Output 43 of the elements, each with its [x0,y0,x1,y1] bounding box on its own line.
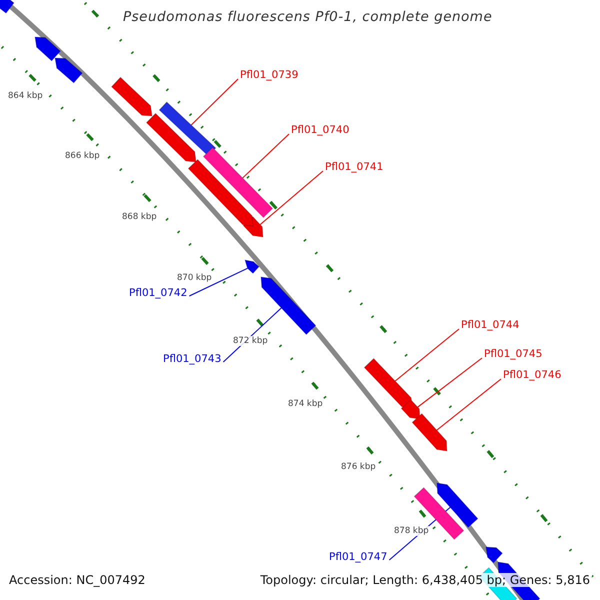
genome-info-text: Topology: circular; Length: 6,438,405 bp; Genes: 5,816 [258,573,592,587]
gene-feature [0,0,15,14]
scale-label: 874 kbp [288,399,323,409]
leader-line [260,170,324,226]
scale-label: 872 kbp [233,336,268,346]
gene-feature [414,486,464,540]
leader-line [436,378,502,431]
leader-line [190,78,238,126]
scale-label: 870 kbp [177,273,212,283]
gene-feature [34,36,62,62]
map-title: Pseudomonas fluorescens Pf0-1, complete genome [123,9,492,25]
scale-label: 866 kbp [65,151,100,161]
gene-feature [400,398,421,420]
scale-label: 876 kbp [341,462,376,472]
gene-feature [260,276,316,336]
gene-label: Pfl01_0743 [163,353,222,365]
gene-feature [244,259,260,274]
gene-label: Pfl01_0744 [461,319,520,331]
gene-label: Pfl01_0739 [240,69,298,81]
gene-feature [146,112,197,163]
gene-label: Pfl01_0742 [129,287,188,299]
gene-feature [158,101,216,157]
leader-line [188,268,248,296]
scale-label: 868 kbp [122,212,157,222]
gene-feature [110,76,153,117]
gene-label: Pfl01_0740 [291,124,350,136]
gene-feature [485,546,504,564]
gene-feature [436,482,479,528]
leader-line [242,134,290,178]
gene-label: Pfl01_0747 [329,551,388,563]
gene-feature [411,412,448,452]
gene-feature [364,358,413,409]
gene-feature [188,158,254,227]
leader-line [417,358,482,408]
gene-feature [202,146,274,218]
gene-label: Pfl01_0746 [503,369,562,381]
gene-label: Pfl01_0745 [484,348,542,360]
gene-feature [54,57,83,84]
leader-line [394,328,460,382]
scale-label: 878 kbp [394,526,429,536]
accession-text: Accession: NC_007492 [7,573,148,587]
scale-label: 864 kbp [8,91,43,101]
gene-label: Pfl01_0741 [325,161,384,173]
